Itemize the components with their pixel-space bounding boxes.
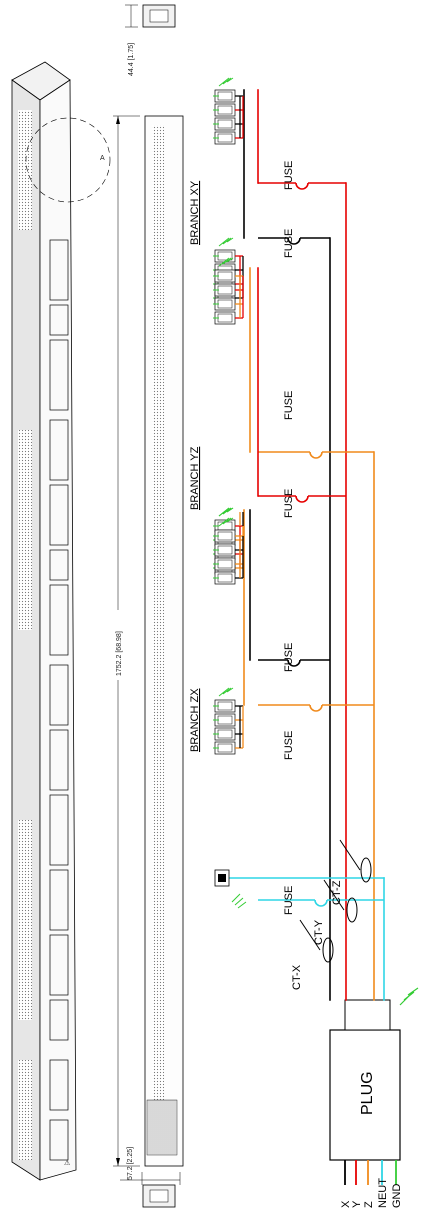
outlet-group-xy-1	[213, 77, 244, 145]
ground-symbols	[399, 987, 419, 1006]
current-transformers	[299, 839, 372, 963]
fuse-symbol	[287, 237, 301, 245]
fuse-symbol	[287, 659, 301, 667]
ct-x-ring	[322, 937, 334, 963]
branch-label-yz: BRANCH YZ	[189, 446, 201, 510]
pdu-outlets	[49, 239, 69, 1161]
plug-box	[329, 1029, 401, 1161]
wiring-schematic: PLUG X Y Z NEUT GND CT-X CT-Y CT-Z	[189, 77, 419, 1208]
outlet-group-zx-1	[213, 517, 244, 585]
wire-label-z: Z	[363, 1201, 375, 1208]
fuse-label-zx-z: FUSE	[283, 731, 295, 760]
detail-label: A	[100, 155, 105, 162]
ground-icon	[218, 237, 234, 247]
branch-label-xy: BRANCH XY	[189, 180, 201, 245]
wire-label-y: Y	[351, 1200, 363, 1208]
ground-icon	[218, 257, 234, 267]
ct-y-label: CT-Y	[313, 919, 325, 945]
branch-groups	[213, 77, 247, 909]
warning-icon: ⚠	[64, 1159, 70, 1167]
fuse-symbol	[295, 495, 309, 503]
fuse-label-xy-x: FUSE	[283, 229, 295, 258]
width-dimension: 57.2 [2.25]	[127, 1147, 134, 1180]
fuse-label-xy-y: FUSE	[283, 161, 295, 190]
ground-icon	[231, 893, 247, 909]
pdu-side-view: 44.4 [1.75] 1752.2 [68.98] 57.2 [2.25]	[112, 4, 184, 1208]
branch-label-zx: BRANCH ZX	[189, 688, 201, 752]
fuse-symbol	[309, 451, 323, 459]
height-dimension: 44.4 [1.75]	[128, 43, 135, 76]
ct-z-ring	[360, 857, 372, 883]
fuse-label-yz-z: FUSE	[283, 391, 295, 420]
fuse-labels: FUSE FUSE FUSE FUSE FUSE FUSE FUSE	[283, 161, 295, 915]
monitor-icon	[218, 874, 226, 882]
ground-symbol-plug	[399, 987, 419, 1006]
ct-x-label: CT-X	[291, 964, 303, 990]
wire-label-gnd: GND	[391, 1184, 403, 1209]
ground-icon	[218, 517, 234, 527]
fuse-label-neutral: FUSE	[283, 886, 295, 915]
wire-stubs	[344, 1160, 397, 1185]
ground-icon	[218, 77, 234, 87]
wire-labels: X Y Z NEUT GND	[340, 1178, 403, 1208]
fuse-symbol	[314, 899, 328, 907]
outlet-group-zx-0	[218, 507, 244, 526]
ct-y-ring	[346, 897, 358, 923]
length-dimension: 1752.2 [68.98]	[116, 631, 123, 676]
fuse-symbol	[309, 704, 323, 712]
fuse-label-zx-x: FUSE	[283, 643, 295, 672]
fuse-label-yz-y: FUSE	[283, 489, 295, 518]
pdu-perspective-view: A ⚠	[11, 61, 111, 1181]
outlet-group-zx-2	[213, 687, 244, 755]
ct-z-label: CT-Z	[331, 880, 343, 905]
fuse-symbol	[295, 182, 309, 190]
bus-lines	[229, 89, 385, 1001]
wire-label-neut: NEUT	[377, 1178, 389, 1208]
plug-label: PLUG	[359, 1071, 376, 1115]
monitor-module	[214, 869, 247, 909]
outlet-group-yz-1	[213, 257, 244, 325]
ground-icon	[218, 687, 234, 697]
wire-label-x: X	[340, 1200, 352, 1208]
ground-icon	[218, 507, 234, 517]
